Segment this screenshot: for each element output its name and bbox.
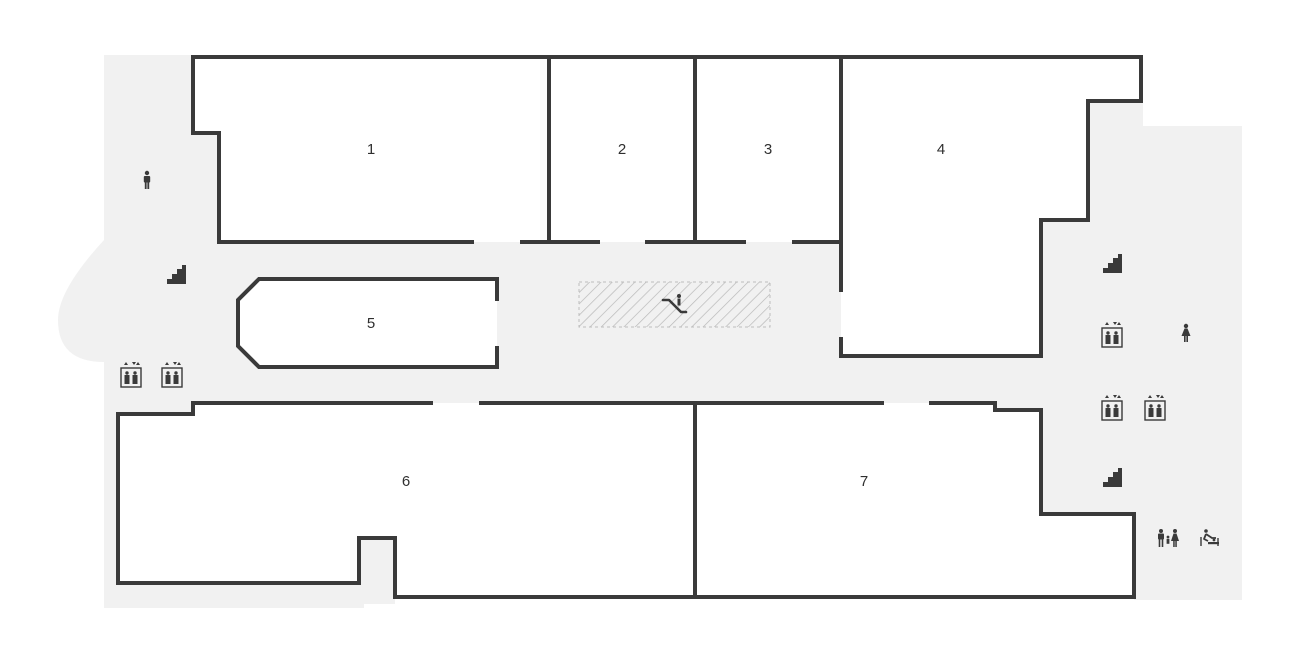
room-5-walls xyxy=(236,277,499,369)
room-5-label[interactable]: 5 xyxy=(367,315,375,332)
elevator-icon[interactable] xyxy=(161,362,183,388)
room-fills xyxy=(118,57,1141,597)
baby-changing-icon[interactable] xyxy=(1200,529,1219,546)
room-3-label[interactable]: 3 xyxy=(764,141,772,158)
room-1-walls xyxy=(191,55,549,244)
womens-restroom-icon[interactable] xyxy=(1181,323,1191,342)
room-3-walls xyxy=(693,55,841,244)
elevator-icon[interactable] xyxy=(1101,322,1123,348)
room-6-label[interactable]: 6 xyxy=(402,473,410,490)
stairs-icon[interactable] xyxy=(1103,254,1122,273)
elevator-icon[interactable] xyxy=(1144,395,1166,421)
room-4-label[interactable]: 4 xyxy=(937,141,945,158)
room-7-label[interactable]: 7 xyxy=(860,473,868,490)
room-4-walls xyxy=(839,55,1143,358)
stairs-icon[interactable] xyxy=(167,265,186,284)
room-7-walls xyxy=(693,401,1136,599)
room-1-label[interactable]: 1 xyxy=(367,141,375,158)
escalator-icon[interactable] xyxy=(661,294,688,314)
elevator-icon[interactable] xyxy=(120,362,142,388)
elevator-icon[interactable] xyxy=(1101,395,1123,421)
room-2-label[interactable]: 2 xyxy=(618,141,626,158)
mens-restroom-icon[interactable] xyxy=(143,170,151,189)
family-restroom-icon[interactable] xyxy=(1158,529,1179,547)
stairs-icon[interactable] xyxy=(1103,468,1122,487)
room-2-walls xyxy=(547,55,695,244)
